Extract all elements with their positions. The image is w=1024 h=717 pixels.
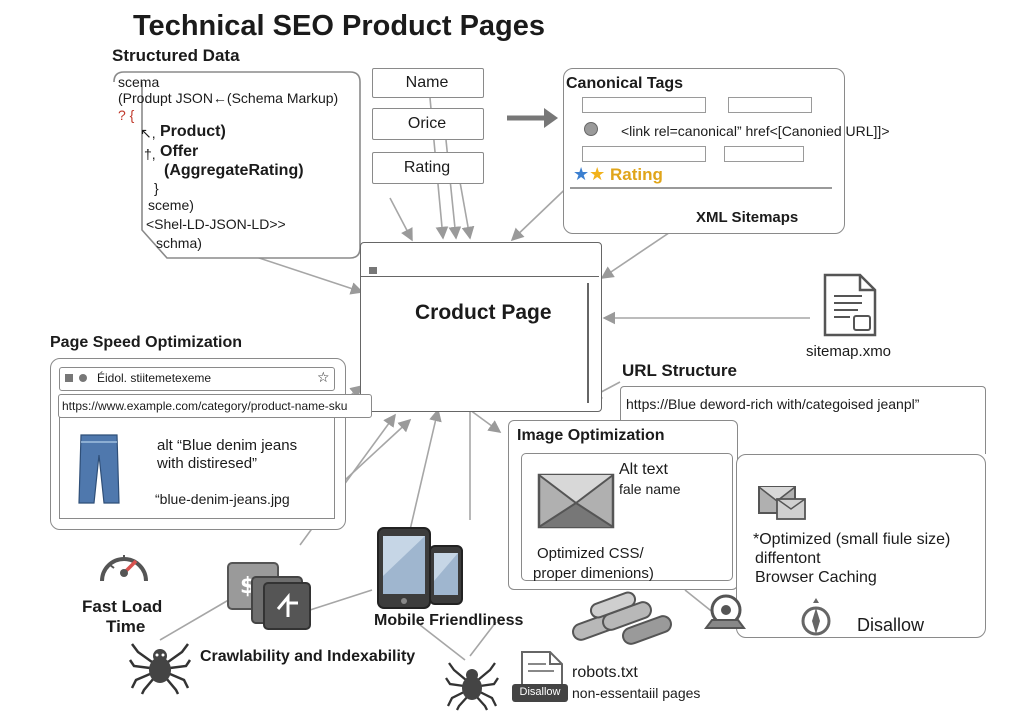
document-icon <box>823 273 877 337</box>
canonical-tags-panel: Canonical Tags <link rel=canonical” href… <box>563 68 890 234</box>
price-label: Orice <box>407 115 447 132</box>
product-page-window: Croduct Page <box>360 242 602 412</box>
browser-tab-bar <box>59 367 335 391</box>
schema-glyph-a: ? { <box>118 107 135 123</box>
schema-glyph-c: †, <box>144 146 156 162</box>
caching-line-1: *Optimized (small fiule size) <box>753 531 951 548</box>
schema-aggregate-rating: (AggregateRating) <box>164 162 304 179</box>
canonical-rating: Rating <box>610 165 663 184</box>
mobile-devices-icon <box>377 527 463 609</box>
caching-line-2: diffentont <box>755 550 821 567</box>
schema-product: Product) <box>160 123 226 140</box>
fast-load-line-1: Fast Load <box>82 597 163 616</box>
structured-data-panel: scema (Produpt JSON←(Schema Markup) ? { … <box>112 70 362 260</box>
url-bar: https://www.example.com/category/product… <box>58 394 372 418</box>
url-bar-text: https://www.example.com/category/product… <box>62 399 348 413</box>
crawlability-label: Crawlability and Indexability <box>200 648 416 665</box>
name-box: Name <box>372 68 484 98</box>
schema-line-2: (Produpt JSON←(Schema Markup) <box>118 90 339 106</box>
circle-icon <box>79 374 87 382</box>
crawler-spider-icon <box>445 662 499 711</box>
scrollbar <box>587 283 589 403</box>
small-image-icon <box>758 486 806 520</box>
file-name-label: fale name <box>619 481 681 497</box>
schema-glyph-b: ↖, <box>140 125 156 141</box>
canonical-link-text: <link rel=canonical” href<[Canonied URL]… <box>621 123 890 139</box>
image-optimization-heading: Image Optimization <box>517 427 665 444</box>
cards-icon: $ <box>227 562 311 630</box>
image-preview-frame <box>521 453 733 581</box>
mobile-friendliness-label: Mobile Friendliness <box>374 612 524 629</box>
robots-pages-label: non-essentaiil pages <box>572 685 701 701</box>
jeans-icon <box>78 434 120 504</box>
xml-sitemaps-label: XML Sitemaps <box>696 209 799 226</box>
page-speed-heading: Page Speed Optimization <box>50 334 243 351</box>
divider <box>570 187 832 189</box>
canonical-field-3 <box>582 146 706 162</box>
alt-text-label: Alt text <box>619 461 668 478</box>
star-blue-icon: ★ <box>573 164 590 184</box>
caching-panel: *Optimized (small fiule size) diffentont… <box>736 454 986 638</box>
chain-link-icon <box>572 591 672 645</box>
canonical-field-1 <box>582 97 706 113</box>
window-titlebar <box>361 243 599 277</box>
star-gold-icon: ★ <box>589 164 606 184</box>
speedometer-icon <box>100 555 148 582</box>
window-icon <box>369 267 377 274</box>
alt-line-1: alt “Blue denim jeans <box>157 437 298 454</box>
robots-file-icon <box>521 651 563 691</box>
css-line-1: Optimized CSS/ <box>537 545 644 562</box>
price-box: Orice <box>372 108 484 140</box>
schema-brace-close: } <box>154 180 159 196</box>
star-icon: ★★ <box>573 164 605 185</box>
rating-label: Rating <box>403 159 451 176</box>
schema-offer: Offer <box>160 143 199 160</box>
rating-box: Rating <box>372 152 484 184</box>
url-structure-heading: URL Structure <box>622 361 737 380</box>
disallow-tag: Disallow <box>512 684 568 702</box>
bullet-icon <box>584 122 598 136</box>
product-page-label: Croduct Page <box>415 301 552 324</box>
name-label: Name <box>405 74 449 91</box>
schema-line-schma: schma) <box>156 235 202 251</box>
alt-line-2: with distiresed” <box>157 455 258 472</box>
canonical-field-4 <box>724 146 804 162</box>
spider-icon <box>128 643 192 695</box>
url-structure-text: https://Blue deword-rich with/categoised… <box>626 396 920 412</box>
disallow-label: Disallow <box>857 615 925 635</box>
robots-file-label: robots.txt <box>572 664 638 681</box>
bookmark-star-icon: ☆ <box>317 369 330 385</box>
sitemap-file-label: sitemap.xmo <box>806 343 892 360</box>
canonical-field-2 <box>728 97 812 113</box>
caching-line-3: Browser Caching <box>755 569 877 586</box>
disallow-tag-label: Disallow <box>519 686 561 698</box>
schema-line-jsonld: <Shel-LD-JSON-LD>> <box>146 216 286 232</box>
cache-icon <box>704 594 746 629</box>
schema-line-1: scema <box>118 74 160 90</box>
css-line-2: proper dimenions) <box>533 565 654 582</box>
image-optimization-panel: Image Optimization Alt text fale name Op… <box>508 420 738 590</box>
home-icon <box>65 374 73 382</box>
schema-line-sceme: sceme) <box>148 197 194 213</box>
image-icon <box>537 473 615 529</box>
fast-load-line-2: Time <box>106 617 146 636</box>
compass-icon <box>801 598 831 636</box>
page-title: Technical SEO Product Pages <box>133 10 546 42</box>
canonical-heading: Canonical Tags <box>566 75 684 92</box>
page-speed-panel: Éidol. stiitemetexeme ☆ alt “Blue denim … <box>50 358 346 530</box>
browser-tab-text: Éidol. stiitemetexeme <box>97 371 212 385</box>
structured-data-heading: Structured Data <box>112 46 240 65</box>
image-file-name: “blue-denim-jeans.jpg <box>155 491 290 507</box>
